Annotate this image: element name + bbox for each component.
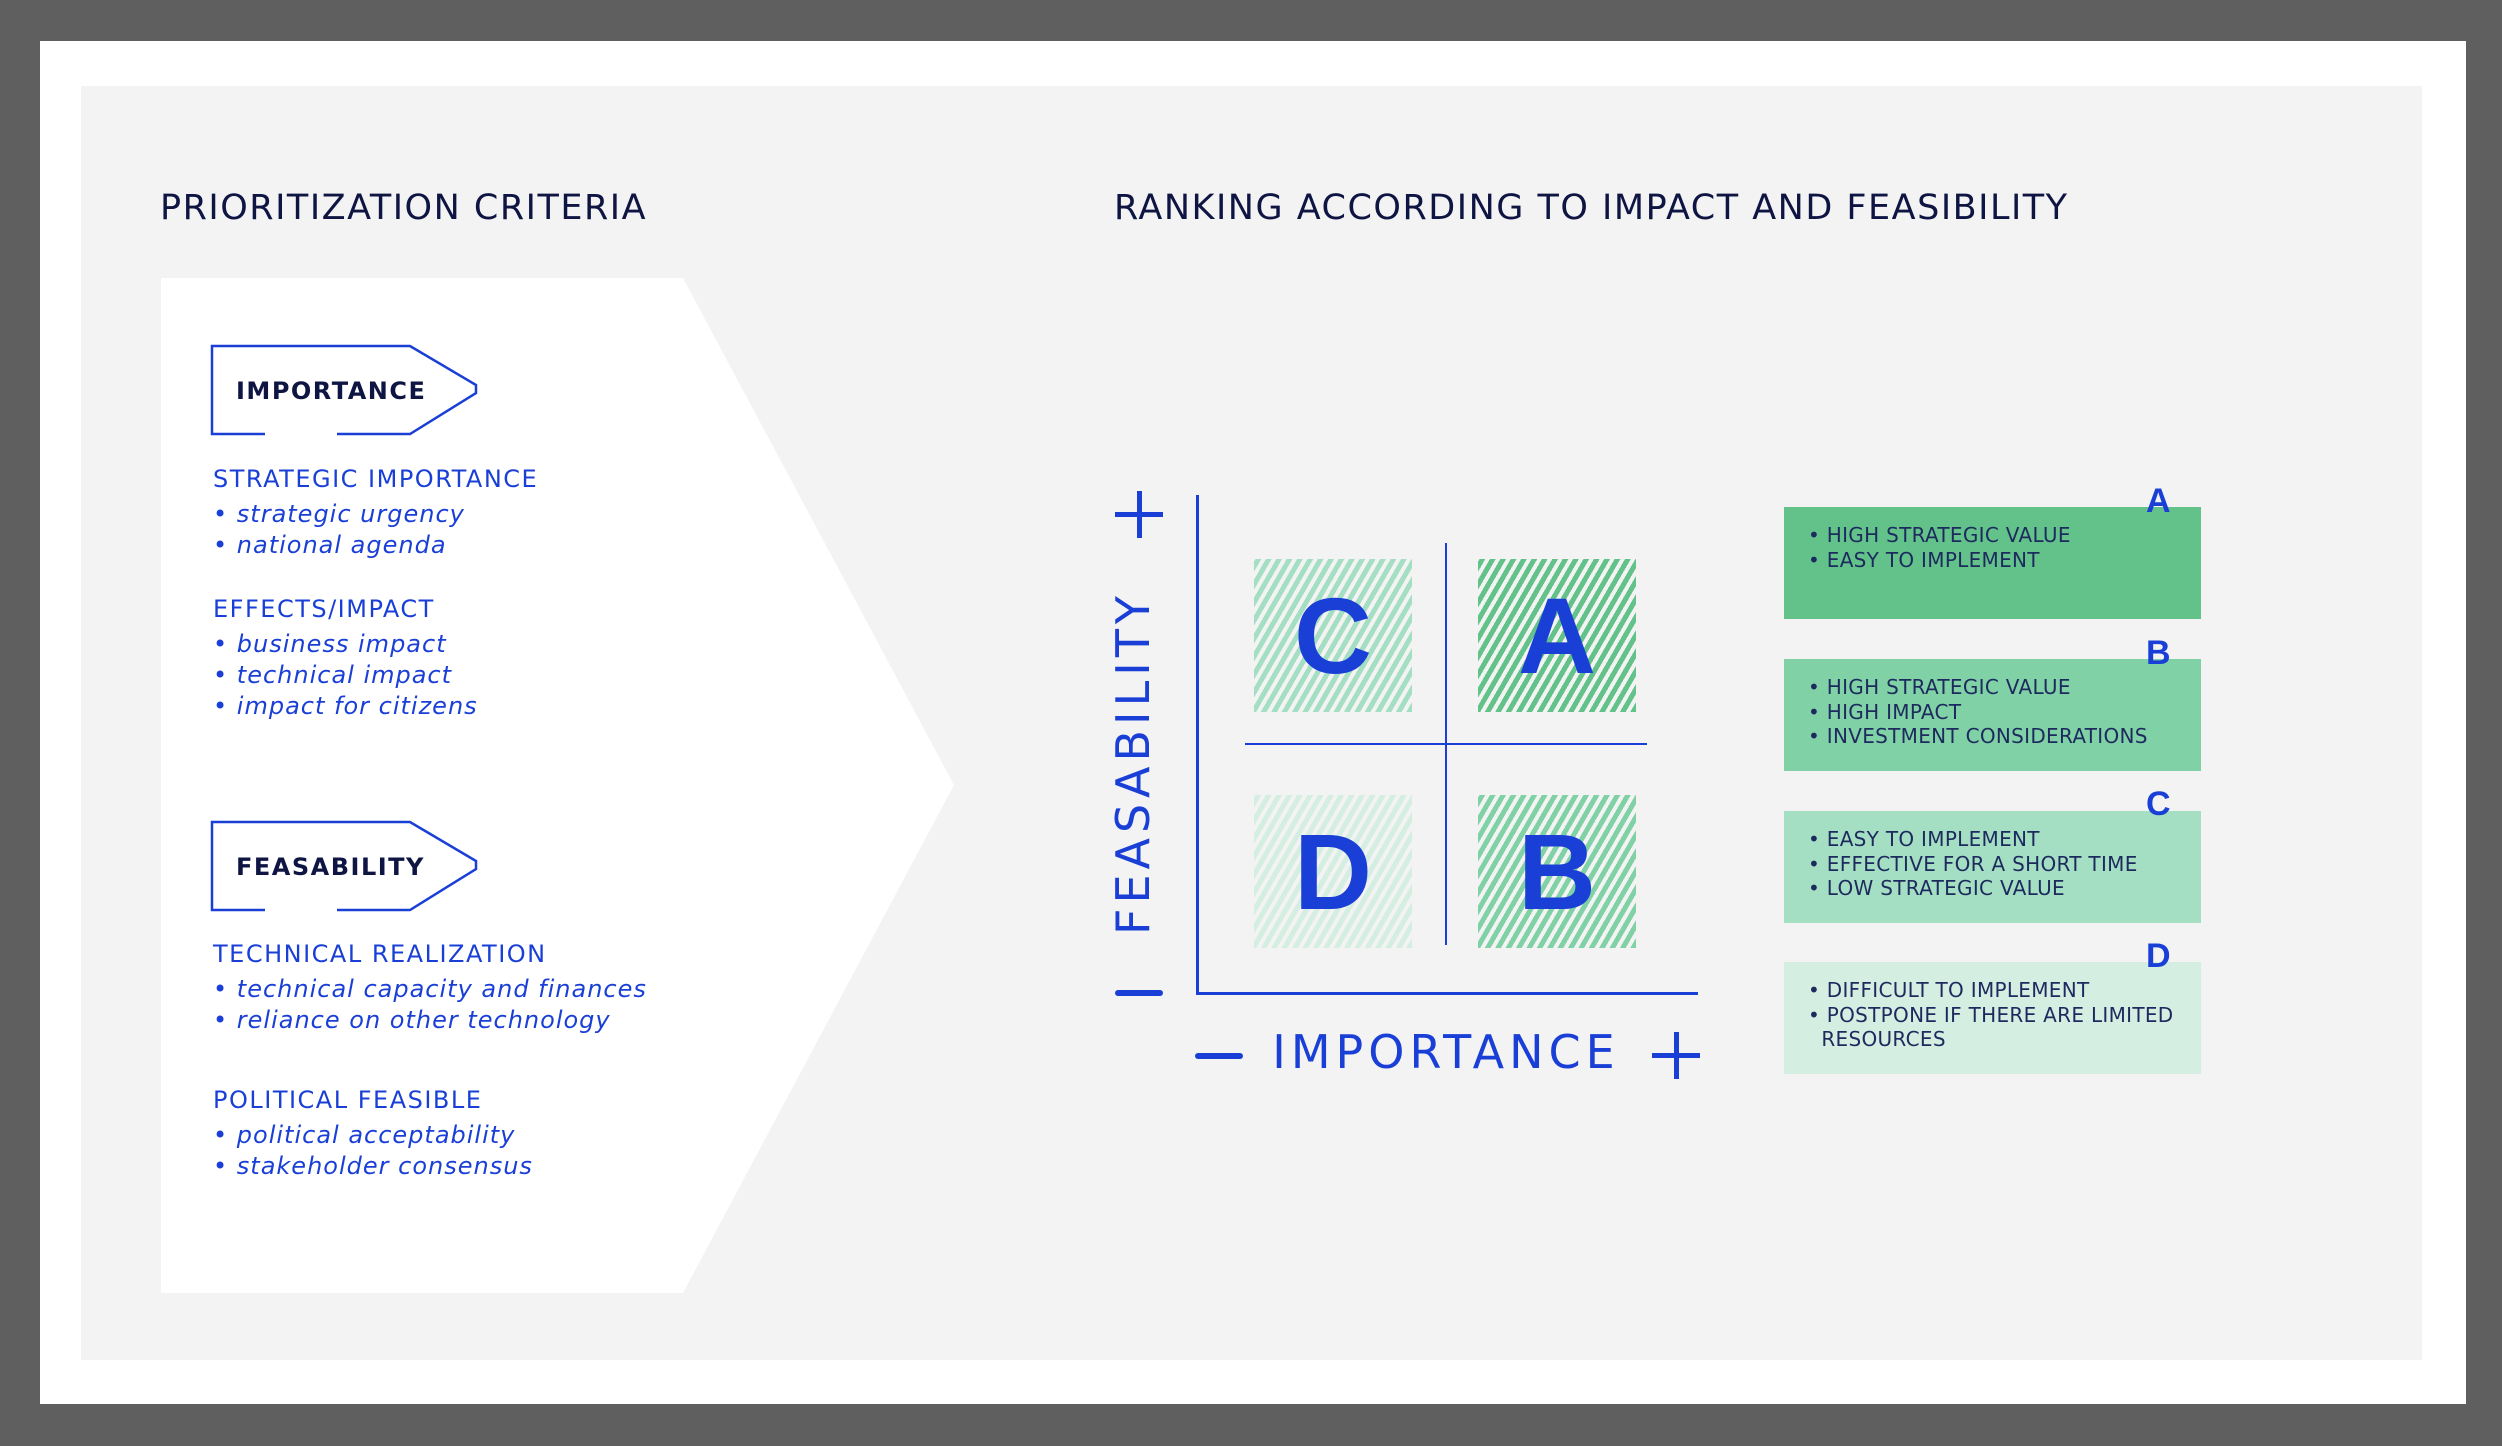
legend-letter-d: D	[2146, 937, 2171, 975]
minus-icon	[1195, 1053, 1243, 1059]
legend-box-d: • DIFFICULT TO IMPLEMENT • POSTPONE IF T…	[1784, 962, 2201, 1074]
list-item: • technical impact	[213, 661, 453, 689]
legend-line: • HIGH IMPACT	[1808, 699, 1962, 724]
importance-tag-outline	[210, 344, 478, 436]
y-axis-line	[1196, 495, 1199, 995]
legend-line: • EASY TO IMPLEMENT	[1808, 827, 2040, 851]
minus-icon	[1115, 990, 1163, 996]
section-heading: TECHNICAL REALIZATION	[213, 940, 547, 968]
quadrant-b: B	[1478, 795, 1636, 948]
list-item: • political acceptability	[213, 1121, 516, 1149]
quadrant-d: D	[1254, 795, 1412, 948]
list-item: • impact for citizens	[213, 692, 478, 720]
legend-line: RESOURCES	[1808, 1027, 1946, 1051]
feasability-tag: FEASABILITY	[236, 853, 425, 881]
legend-letter-b: B	[2146, 634, 2171, 672]
legend-line: • HIGH STRATEGIC VALUE	[1808, 523, 2071, 547]
left-title: PRIORITIZATION CRITERIA	[160, 188, 648, 228]
legend-line: • POSTPONE IF THERE ARE LIMITED	[1808, 1002, 2174, 1027]
importance-criteria: STRATEGIC IMPORTANCE • strategic urgency…	[213, 465, 538, 722]
list-item: • reliance on other technology	[213, 1006, 611, 1034]
legend-letter-a: A	[2146, 482, 2171, 520]
legend-line: • LOW STRATEGIC VALUE	[1808, 876, 2065, 900]
list-item: • business impact	[213, 630, 447, 658]
quadrant-c: C	[1254, 559, 1412, 712]
x-axis-label: IMPORTANCE	[1272, 1025, 1620, 1079]
section-heading: EFFECTS/IMPACT	[213, 595, 435, 623]
quadrant-divider-horizontal	[1245, 743, 1647, 745]
legend-box-b: • HIGH STRATEGIC VALUE • HIGH IMPACT • I…	[1784, 659, 2201, 771]
legend-line: • EASY TO IMPLEMENT	[1808, 547, 2040, 572]
plus-icon-vertical	[1674, 1032, 1679, 1079]
importance-tag: IMPORTANCE	[236, 377, 427, 405]
section-heading: STRATEGIC IMPORTANCE	[213, 465, 539, 493]
list-item: • stakeholder consensus	[213, 1152, 533, 1180]
list-item: • strategic urgency	[213, 500, 465, 528]
list-item: • national agenda	[213, 531, 447, 559]
legend-line: • EFFECTIVE FOR A SHORT TIME	[1808, 851, 2138, 876]
feasability-tag-outline	[210, 820, 478, 912]
legend-letter-c: C	[2146, 785, 2171, 823]
legend-box-c: • EASY TO IMPLEMENT • EFFECTIVE FOR A SH…	[1784, 811, 2201, 923]
legend-line: • INVESTMENT CONSIDERATIONS	[1808, 724, 2148, 748]
plus-icon-vertical	[1137, 491, 1142, 538]
x-axis-line	[1196, 992, 1698, 995]
y-axis-label: FEASABILITY	[1106, 590, 1160, 936]
list-item: • technical capacity and finances	[213, 975, 647, 1003]
right-title: RANKING ACCORDING TO IMPACT AND FEASIBIL…	[1114, 188, 2069, 228]
feasability-criteria: TECHNICAL REALIZATION • technical capaci…	[213, 940, 647, 1182]
quadrant-a: A	[1478, 559, 1636, 712]
legend-line: • HIGH STRATEGIC VALUE	[1808, 675, 2071, 699]
section-heading: POLITICAL FEASIBLE	[213, 1086, 483, 1114]
legend-line: • DIFFICULT TO IMPLEMENT	[1808, 978, 2090, 1002]
legend-box-a: • HIGH STRATEGIC VALUE • EASY TO IMPLEME…	[1784, 507, 2201, 619]
